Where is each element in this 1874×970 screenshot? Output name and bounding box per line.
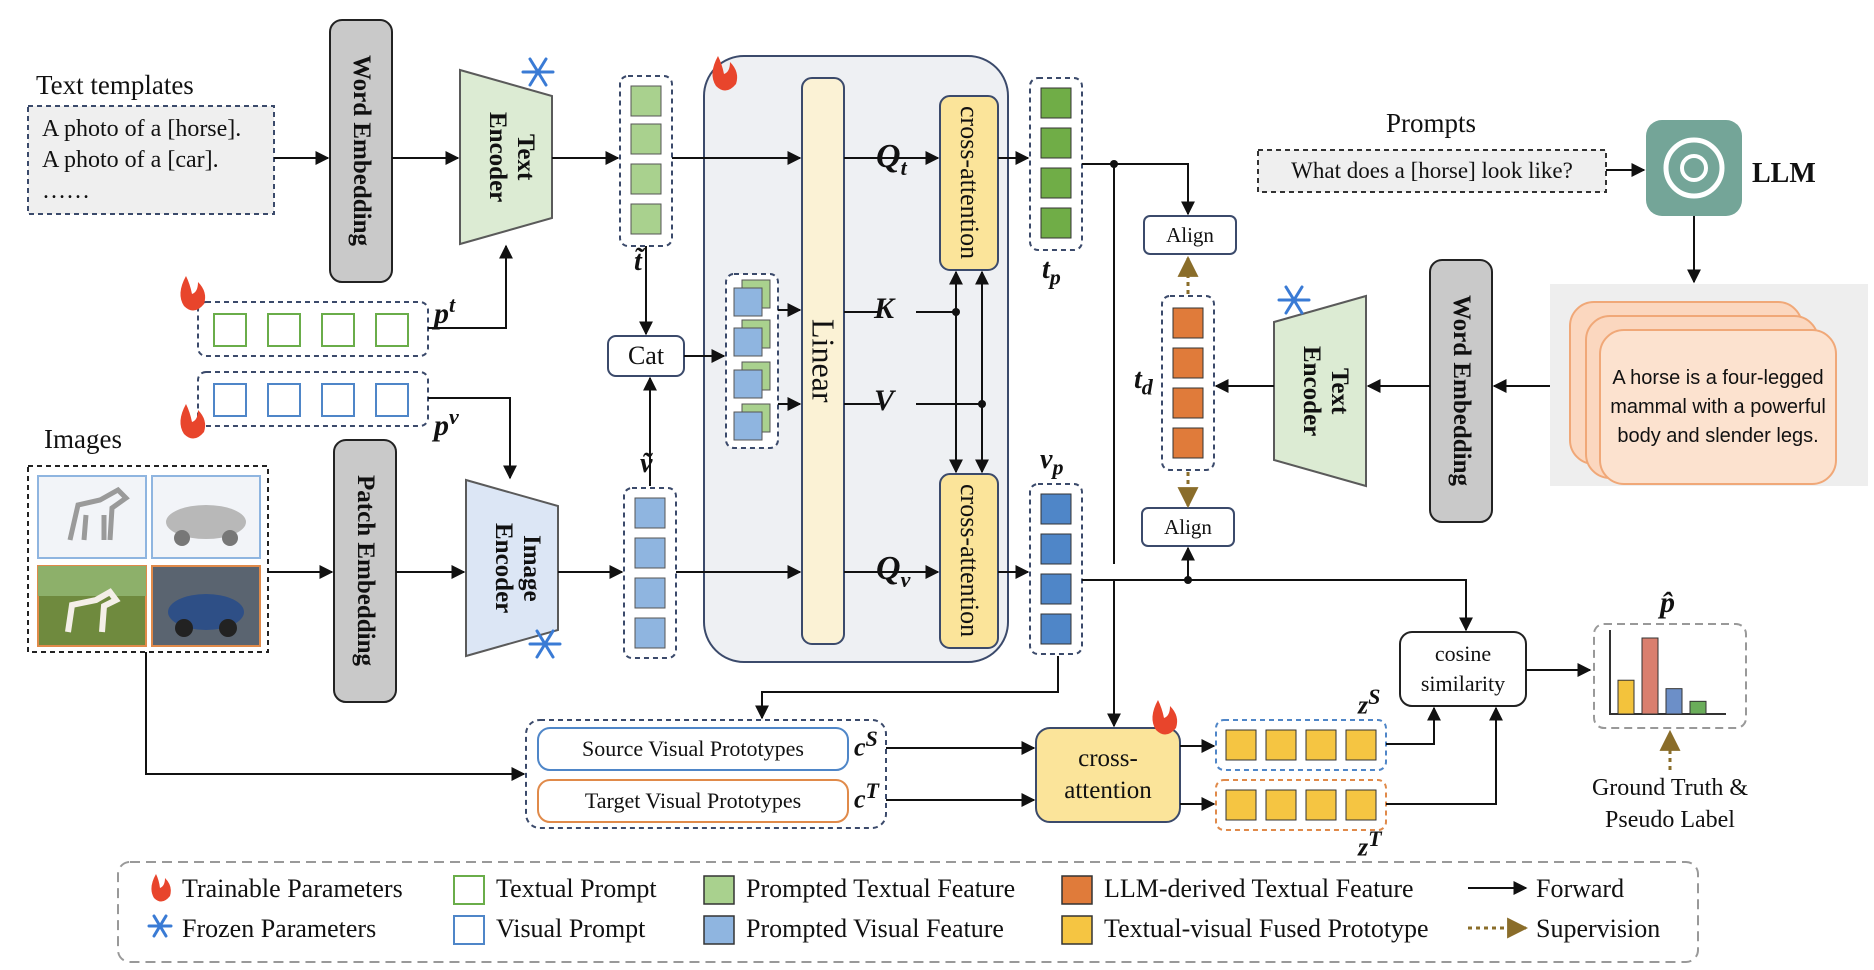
text-encoder-shape [459,68,553,246]
llm-label: LLM [1752,158,1816,189]
target-prototype-box [537,779,849,823]
prompt-box [1257,149,1607,193]
align-label-top: Align [1166,222,1214,247]
word-embedding-block-left [329,19,393,283]
text-encoder-right-shape [1273,294,1367,488]
text-templates-title: Text templates [36,70,194,100]
legend-box [117,861,1699,963]
chart-bar [1665,688,1683,715]
word-embedding-label-right: Word Embedding [1448,295,1475,487]
c-t-symbol: cT [854,778,879,814]
prediction-chart [1609,630,1726,715]
chart-bar [1617,679,1635,715]
legend-visual-prompt: Visual Prompt [496,914,646,943]
q-t-symbol: Qt [876,138,907,180]
prompts-title: Prompts [1386,108,1477,138]
image-encoder-label: Image Encoder [490,522,545,614]
cross-attention-bottom-label: cross-attention [955,484,984,638]
q-v-symbol: Qv [876,550,911,592]
z-s-symbol: zS [1358,684,1381,720]
cross-attention-bottom [939,473,999,649]
t-tilde-symbol: t̃ [634,246,642,277]
supervision-arrows [1177,255,1681,770]
t-d-symbol: td [1134,364,1153,400]
cross-attention-top [939,95,999,271]
forward-arrows [145,151,1701,811]
word-embedding-block-right [1429,259,1493,523]
target-prototypes-label: Target Visual Prototypes [584,788,802,813]
word-embedding-label-left: Word Embedding [348,55,375,247]
chart-bar [1641,637,1659,715]
text-encoder-right-label: Text Encoder [1298,345,1353,437]
legend-trainable: Trainable Parameters [182,874,403,903]
snowflake-icons [147,57,1311,938]
z-t-symbol: zT [1358,826,1382,862]
llm-output-text: A horse is a four-legged mammal with a p… [1610,366,1826,447]
chart-axis [1609,630,1726,715]
text-encoder-label: Text Encoder [484,111,539,203]
c-s-symbol: cS [854,726,878,762]
linear-label: Linear [805,319,842,403]
patch-embedding-label: Patch Embedding [352,475,379,667]
v-p-symbol: vp [1040,444,1064,480]
legend-prompted-visual: Prompted Visual Feature [746,914,1004,943]
v-symbol: V [874,384,895,417]
cat-label: Cat [627,341,665,370]
legend-frozen: Frozen Parameters [182,914,377,943]
p-v-symbol: pv [434,404,459,442]
chart-bar [1689,700,1707,715]
llm-logo [1646,120,1742,216]
linear-block [801,77,845,645]
cosine-similarity-label: cosine similarity [1420,641,1506,696]
v-tilde-symbol: ṽ [640,448,653,479]
template-line: A photo of a [horse]. [42,116,242,142]
fused-cross-attention-label: cross-attention [1064,745,1152,804]
cross-attention-top-label: cross-attention [955,106,984,260]
legend-prompted-textual: Prompted Textual Feature [746,874,1016,903]
legend-llm-textual: LLM-derived Textual Feature [1104,874,1414,903]
align-box-top [1143,215,1237,255]
template-line: …… [42,178,90,204]
llm-output-card [1599,329,1837,485]
legend-textual-prompt: Textual Prompt [496,874,657,903]
image-encoder-shape [465,478,559,658]
p-t-symbol: pt [434,292,456,330]
p-hat-symbol: p̂ [1660,586,1675,619]
prompt-text: What does a [horse] look like? [1291,158,1573,183]
fused-cross-attention-box [1035,727,1181,823]
image-car-photo [151,565,261,647]
flame-icons [151,56,1178,902]
template-line: A photo of a [car]. [42,147,219,173]
k-symbol: K [874,292,895,325]
text-templates-list: A photo of a [horse]. A photo of a [car]… [42,114,241,207]
image-horse-3d [37,475,147,559]
source-prototypes-label: Source Visual Prototypes [582,736,804,761]
v-tilde-stack [623,487,677,659]
text-templates-box [27,105,275,215]
t-p-symbol: tp [1042,254,1061,290]
legend-forward: Forward [1536,874,1625,903]
legend-fused-prototype: Textual-visual Fused Prototype [1104,914,1429,943]
legend-supervision: Supervision [1536,914,1661,943]
align-label-bottom: Align [1164,514,1212,539]
images-title: Images [44,424,122,454]
t-d-stack [1161,295,1215,471]
cross-attention-panel [703,55,1009,663]
source-prototype-box [537,727,849,771]
ground-truth-label: Ground Truth & Pseudo Label [1591,775,1749,833]
v-p-stack [1029,483,1083,655]
